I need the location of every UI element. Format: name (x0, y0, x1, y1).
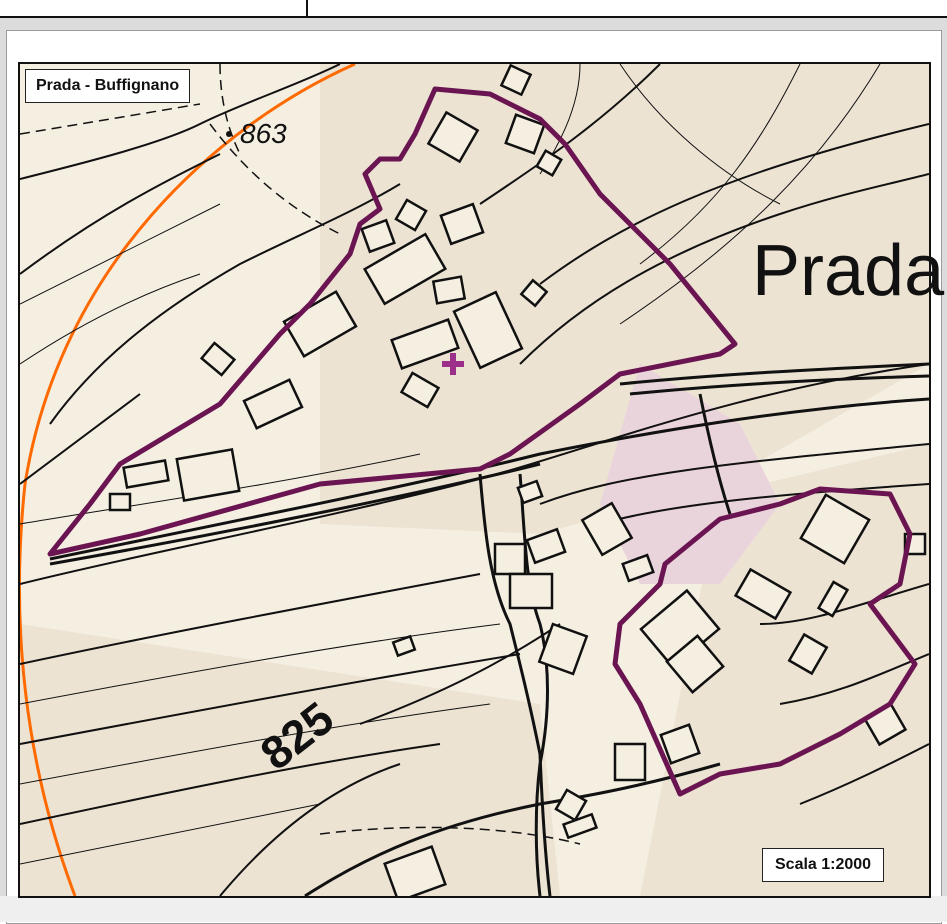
spot-height-dot (226, 131, 232, 137)
top-toolbar-edge (0, 0, 947, 18)
map-canvas[interactable] (18, 62, 931, 898)
spot-height-label: 863 (240, 118, 287, 149)
map-drawing (20, 64, 929, 896)
place-name-label: Prada (752, 231, 945, 311)
divider (306, 0, 308, 16)
plus-icon[interactable] (440, 351, 466, 377)
radius-circle (20, 64, 356, 896)
parcel-boundary (47, 86, 918, 797)
bottom-strip (0, 896, 947, 922)
scale-label: Scala 1:2000 (762, 848, 885, 882)
map-title: Prada - Buffignano (25, 69, 191, 103)
highlight-zone (600, 364, 780, 584)
